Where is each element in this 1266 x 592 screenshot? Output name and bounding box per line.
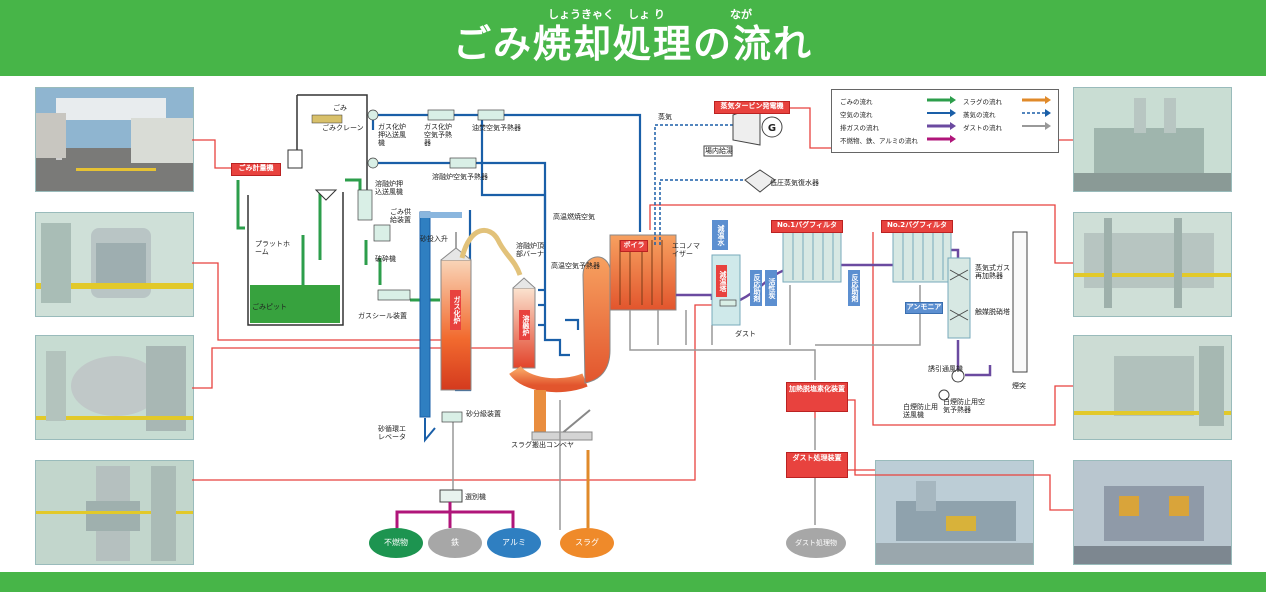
label-sand-circ: 砂循環エレベータ (378, 425, 406, 441)
label-melt-push-fan: 溶融炉押込送風機 (375, 180, 403, 196)
label-crusher: 破砕機 (375, 255, 396, 263)
photo-fan-room (1073, 335, 1232, 440)
label-white-fan: 白煙防止用送風機 (903, 403, 938, 419)
photo-melter-room (35, 460, 194, 565)
photo-bagfilter-room (1073, 212, 1232, 317)
box-turbine: 蒸気タービン発電機 (714, 101, 790, 114)
legend-metals: 不燃物、鉄、アルミの流れ (840, 137, 918, 145)
label-gas-air-preheater: ガス化炉空気予熱器 (424, 123, 452, 147)
ruby-shokyaku: しょうきゃく (548, 8, 614, 21)
label-reheater: 蒸気式ガス再加熱器 (975, 264, 1010, 280)
box-ammonia: アンモニア (905, 302, 943, 314)
box-heat-dechlorination: 加熱脱塩素化装置 (786, 382, 848, 412)
box-boiler: ボイラ (620, 240, 648, 252)
label-pit: ごみピット (252, 303, 287, 311)
label-melt-air-preheater: 溶融炉空気予熱器 (432, 173, 488, 181)
footer-band (0, 572, 1266, 592)
label-sand-hopper: 砂投入升 (420, 235, 448, 243)
label-crane: ごみクレーン (322, 124, 364, 132)
label-steam: 蒸気 (658, 113, 672, 121)
page-title: ごみ焼却処理の流れ (452, 22, 813, 66)
box-scale: ごみ計量機 (231, 163, 281, 176)
label-slag-conveyor: スラグ搬出コンベヤ (511, 441, 574, 449)
legend-exhaust: 排ガスの流れ (840, 124, 879, 132)
output-iron: 鉄 (428, 528, 482, 558)
label-dust: ダスト (735, 330, 756, 338)
label-crane-top: ごみ (333, 104, 347, 112)
photo-gasifier-room (35, 335, 194, 440)
svg-text:G: G (768, 123, 776, 134)
output-slag: スラグ (560, 528, 614, 558)
label-hp-air-preheater: 高温空気予熱器 (551, 262, 600, 270)
label-oil-air-preheater: 油焚空気予熱器 (472, 124, 521, 132)
legend-dust: ダストの流れ (963, 124, 1002, 132)
label-white-air: 白煙防止用空気予熱器 (943, 398, 985, 414)
output-nonburnable: 不燃物 (369, 528, 423, 558)
photo-stack-room (1073, 460, 1232, 565)
ruby-nagare: なが (730, 8, 752, 21)
label-melt-burner: 溶融炉頂部バーナ (516, 242, 544, 258)
label-plant-heat: 場内給湯 (705, 147, 733, 155)
legend-garbage: ごみの流れ (840, 98, 873, 106)
label-gas-seal: ガスシール装置 (358, 312, 407, 320)
box-dust-processing: ダスト処理装置 (786, 452, 848, 478)
legend-box: ごみの流れ 空気の流れ 排ガスの流れ 不燃物、鉄、アルミの流れ スラグの流れ 蒸… (831, 89, 1059, 153)
legend-swatches (927, 96, 1051, 143)
photo-dust-room (875, 460, 1034, 565)
legend-steam: 蒸気の流れ (963, 111, 996, 119)
label-chem1: 反応助剤 (753, 274, 761, 302)
box-bagfilter-2: No.2バグフィルタ (881, 220, 953, 233)
box-cooling-tower: 減温塔 (716, 265, 727, 297)
legend-slag: スラグの流れ (963, 98, 1002, 106)
header-band (0, 0, 1266, 76)
label-gas-push-fan: ガス化炉押込送風機 (378, 123, 406, 147)
label-idf: 誘引通風機 (928, 365, 963, 373)
legend-air: 空気の流れ (840, 111, 873, 119)
label-platform: プラットホーム (255, 240, 290, 256)
label-stack: 煙突 (1012, 382, 1026, 390)
output-aluminum: アルミ (487, 528, 541, 558)
label-chem2: 活性炭 (768, 277, 776, 299)
ruby-shori: しょ り (628, 8, 665, 21)
label-feeder: ごみ供給装置 (390, 208, 411, 224)
photo-crane-room (35, 212, 194, 317)
photo-weigh-station (35, 87, 194, 192)
photo-turbine-room (1073, 87, 1232, 192)
box-gasifier: ガス化炉 (450, 290, 461, 330)
label-denox: 触媒脱硝塔 (975, 308, 1010, 316)
label-lp-condenser: 低圧蒸気復水器 (770, 179, 819, 187)
label-sand-sep: 砂分級装置 (466, 410, 501, 418)
box-bagfilter-1: No.1バグフィルタ (771, 220, 843, 233)
label-sorter: 選別機 (465, 493, 486, 501)
box-melter: 溶融炉 (519, 310, 530, 340)
garbage-pit (247, 94, 368, 326)
label-water: 減温水 (717, 224, 725, 246)
label-economizer: エコノマイザー (672, 242, 700, 258)
label-chem3: 反応助剤 (851, 274, 859, 302)
label-hp-combustion-air: 高温燃焼空気 (553, 213, 595, 221)
output-dust: ダスト処理物 (786, 528, 846, 558)
